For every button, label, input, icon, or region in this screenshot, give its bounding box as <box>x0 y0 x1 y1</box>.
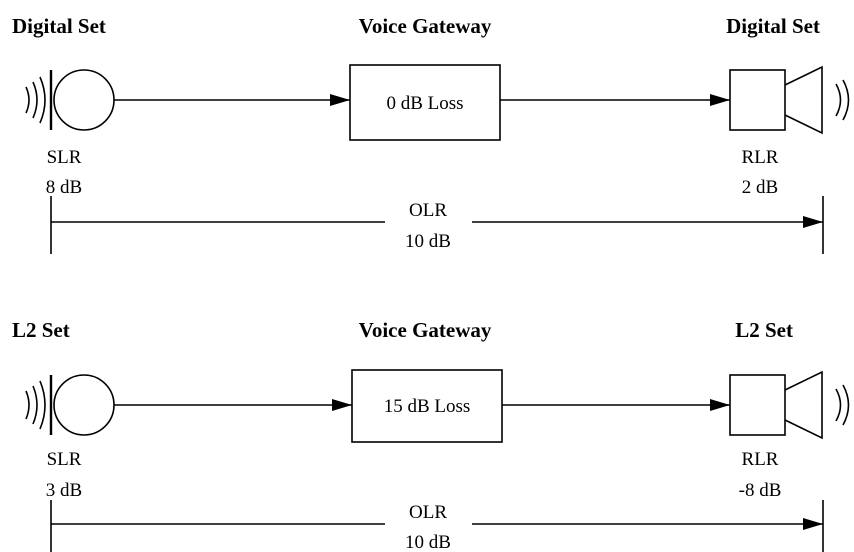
top-diagram: Digital Set Voice Gateway Digital Set 0 … <box>12 14 850 254</box>
rlr-value: -8 dB <box>739 480 782 501</box>
slr-label: SLR <box>47 147 82 168</box>
sound-waves-icon <box>835 384 850 426</box>
gateway-loss-label: 0 dB Loss <box>386 93 463 114</box>
olr-label: OLR <box>409 502 447 523</box>
bottom-right-title: L2 Set <box>735 318 793 342</box>
olr-value: 10 dB <box>405 231 451 252</box>
olr-label: OLR <box>409 200 447 221</box>
slr-value: 8 dB <box>46 177 82 198</box>
rlr-value: 2 dB <box>742 177 778 198</box>
bottom-center-title: Voice Gateway <box>359 318 492 342</box>
rlr-label: RLR <box>742 449 779 470</box>
top-left-title: Digital Set <box>12 14 106 38</box>
sound-waves-icon <box>835 79 850 121</box>
slr-label: SLR <box>47 449 82 470</box>
slr-value: 3 dB <box>46 480 82 501</box>
bottom-diagram: L2 Set Voice Gateway L2 Set 15 dB Loss S <box>12 318 850 552</box>
top-center-title: Voice Gateway <box>359 14 492 38</box>
microphone-icon <box>49 374 115 436</box>
top-right-title: Digital Set <box>726 14 820 38</box>
speaker-icon <box>729 65 823 135</box>
olr-value: 10 dB <box>405 532 451 552</box>
speaker-icon <box>729 370 823 440</box>
bottom-left-title: L2 Set <box>12 318 70 342</box>
voice-gateway-box <box>351 369 503 443</box>
rlr-label: RLR <box>742 147 779 168</box>
sound-waves-icon <box>25 380 46 430</box>
sound-waves-icon <box>25 76 46 124</box>
microphone-icon <box>49 69 115 131</box>
voice-gateway-box <box>349 64 501 141</box>
gateway-loss-label: 15 dB Loss <box>384 396 471 417</box>
